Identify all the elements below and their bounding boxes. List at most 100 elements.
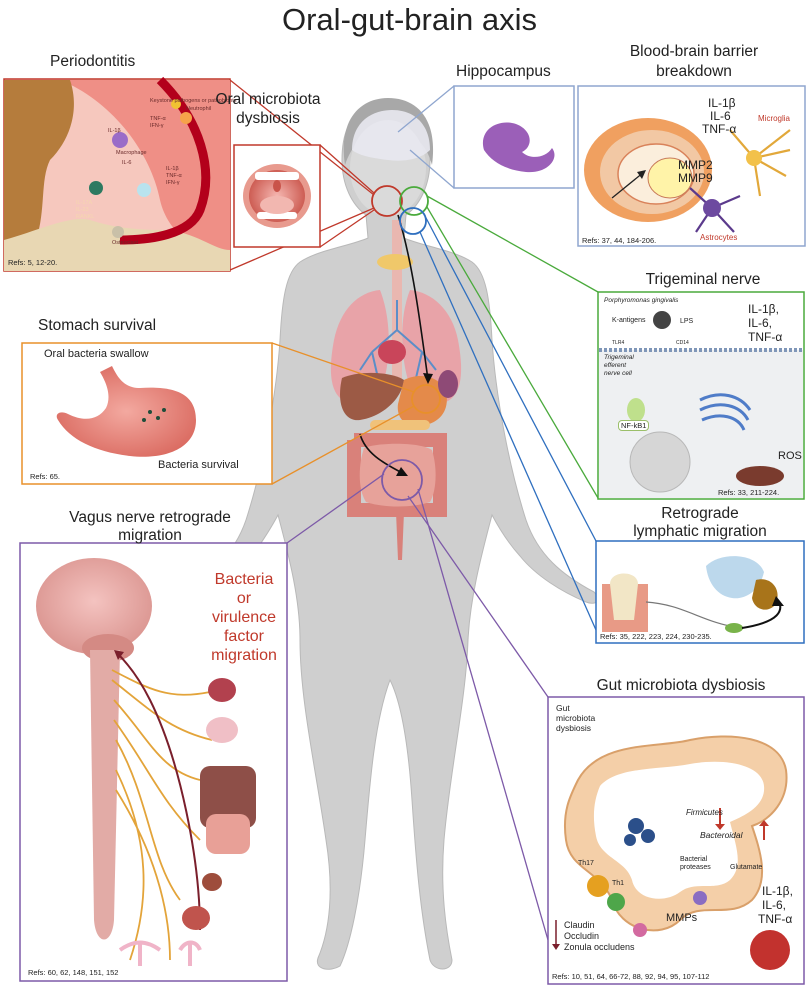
gut-tj-claudin: Claudin — [564, 920, 595, 930]
bacteroidal-arrowhead — [759, 820, 769, 826]
pg-bacterium — [653, 311, 671, 329]
trigeminal-cytokine-il1b: IL-1β, — [748, 302, 779, 316]
oral-dysbiosis-title-line2: dysbiosis — [236, 110, 300, 127]
trigeminal-cell-line1: Trigeminal — [604, 354, 634, 361]
brain-slice — [706, 556, 764, 599]
gut-lumen — [593, 761, 765, 899]
connector-lines — [229, 79, 599, 941]
periodontitis-label-ifn: IFN-γ — [150, 123, 164, 129]
stomach-survival-label: Bacteria survival — [158, 459, 239, 471]
bacteria-dot — [142, 418, 146, 422]
t-cell — [89, 181, 103, 195]
bbb-cytokine-il1b: IL-1β — [708, 96, 736, 110]
trigeminal-nfkb: NF-kB1 — [618, 420, 650, 431]
lymphatic-title-line2: lymphatic migration — [633, 523, 767, 540]
mouth-circle-red — [371, 185, 403, 217]
link-stomach-top — [271, 342, 415, 393]
trigeminal-panel — [597, 291, 805, 500]
vagus-nerves — [111, 669, 213, 961]
b-cell — [137, 183, 151, 197]
microglia-cell — [729, 129, 791, 197]
microglia-body — [746, 150, 762, 166]
gut-firmicutes: Firmicutes — [686, 808, 723, 817]
periodontitis-label-il1b: IL-1β — [108, 128, 121, 134]
internal-organs — [330, 214, 462, 560]
vagus-bladder — [182, 906, 210, 930]
mitochondrion — [736, 466, 784, 486]
gut-arrowhead — [396, 467, 408, 476]
lymph-circle-blue — [399, 207, 427, 235]
link-periodontitis-top — [229, 79, 375, 196]
swallow-arrowhead — [423, 373, 433, 384]
periodontitis-label-il6: IL-6 — [122, 160, 132, 166]
bacteria-dot — [162, 408, 166, 412]
golgi — [699, 393, 752, 431]
mouth-circle-green — [399, 186, 429, 216]
human-body — [173, 98, 599, 970]
periodontitis-label-il1b-2: IL-1β — [166, 166, 179, 172]
stomach-swallow-label: Oral bacteria swallow — [44, 348, 149, 360]
periodontitis-pathogen-label: Keystone pathogens or pathobionts — [150, 98, 237, 104]
gut-proteases-line1: Bacterial — [680, 856, 708, 863]
vagus-uterus — [118, 940, 162, 966]
th1-cell — [607, 893, 625, 911]
vagus-migration-line2: or — [236, 590, 252, 607]
gut-tj-zonula: Zonula occludens — [564, 942, 635, 952]
spinal-cord — [90, 650, 120, 940]
vagus-male — [178, 940, 202, 966]
bbb-microglia-label: Microglia — [758, 114, 791, 123]
vagus-panel — [19, 542, 288, 982]
gut-mmps: MMPs — [666, 912, 698, 924]
periodontitis-neutrophil-label: Neutrophil — [186, 106, 212, 112]
lymphatic-refs: Refs: 35, 222, 223, 224, 230-235. — [600, 632, 712, 641]
oral-dysbiosis-panel — [233, 144, 321, 248]
firmicutes-arrowhead — [715, 824, 725, 830]
periodontitis-label-il23: IL-23 — [76, 207, 89, 213]
bbb-panel — [577, 85, 806, 247]
vagus-refs: Refs: 60, 62, 148, 151, 152 — [28, 968, 119, 977]
appendix — [396, 512, 404, 560]
macrophage-cell — [112, 132, 128, 148]
uvula — [273, 180, 281, 192]
periodontitis-osteoclast-label: Osteoclast — [112, 240, 138, 246]
stomach-panel — [21, 342, 273, 485]
trigeminal-ros: ROS — [778, 450, 802, 462]
link-vagus — [286, 473, 385, 544]
vagus-kidney — [202, 873, 222, 891]
lymphatic-panel — [595, 540, 805, 644]
pathogen-cell — [171, 99, 181, 109]
trigeminal-pg-label: Porphyromonas gingivalis — [604, 297, 679, 304]
link-hippo-top — [397, 85, 455, 133]
upper-teeth — [255, 172, 299, 180]
gut-cytokine-il1b: IL-1β, — [762, 884, 793, 898]
bbb-refs: Refs: 37, 44, 184-206. — [582, 236, 657, 245]
brain-in-head — [352, 110, 430, 161]
vagus-intestine — [206, 814, 250, 854]
macrophage-gut — [750, 930, 790, 970]
link-oral-bottom — [319, 209, 375, 248]
link-gut-top — [407, 495, 549, 698]
lymphatic-title-line1: Retrograde — [661, 505, 739, 522]
bbb-arrowhead — [637, 170, 646, 179]
trigeminal-cytokine-tnfa: TNF-α — [748, 330, 783, 344]
vagus-title-line2: migration — [118, 527, 182, 544]
periodontitis-label-ifn-2: IFN-γ — [166, 180, 180, 186]
lymph-node — [725, 623, 743, 633]
gut-th1: Th1 — [612, 880, 625, 887]
page-title: Oral-gut-brain axis — [282, 2, 537, 37]
vagus-heart — [208, 678, 236, 702]
periodontitis-label-tnf: TNF-α — [150, 116, 166, 122]
migration-path — [117, 653, 201, 931]
bbb-title-line2: breakdown — [656, 63, 732, 80]
gut-circle — [381, 459, 423, 501]
hippocampus-title: Hippocampus — [456, 63, 551, 80]
link-lymph-bottom — [419, 231, 597, 631]
periodontitis-label-rankl: RANKL — [76, 214, 95, 220]
periodontitis-title: Periodontitis — [50, 53, 136, 70]
liver — [340, 372, 404, 421]
gut-subtitle-line2: microbiota — [556, 713, 596, 723]
tooth-crown — [4, 80, 74, 240]
vagus-migration-line4: factor — [223, 628, 264, 645]
bacteria-cluster — [641, 829, 655, 843]
